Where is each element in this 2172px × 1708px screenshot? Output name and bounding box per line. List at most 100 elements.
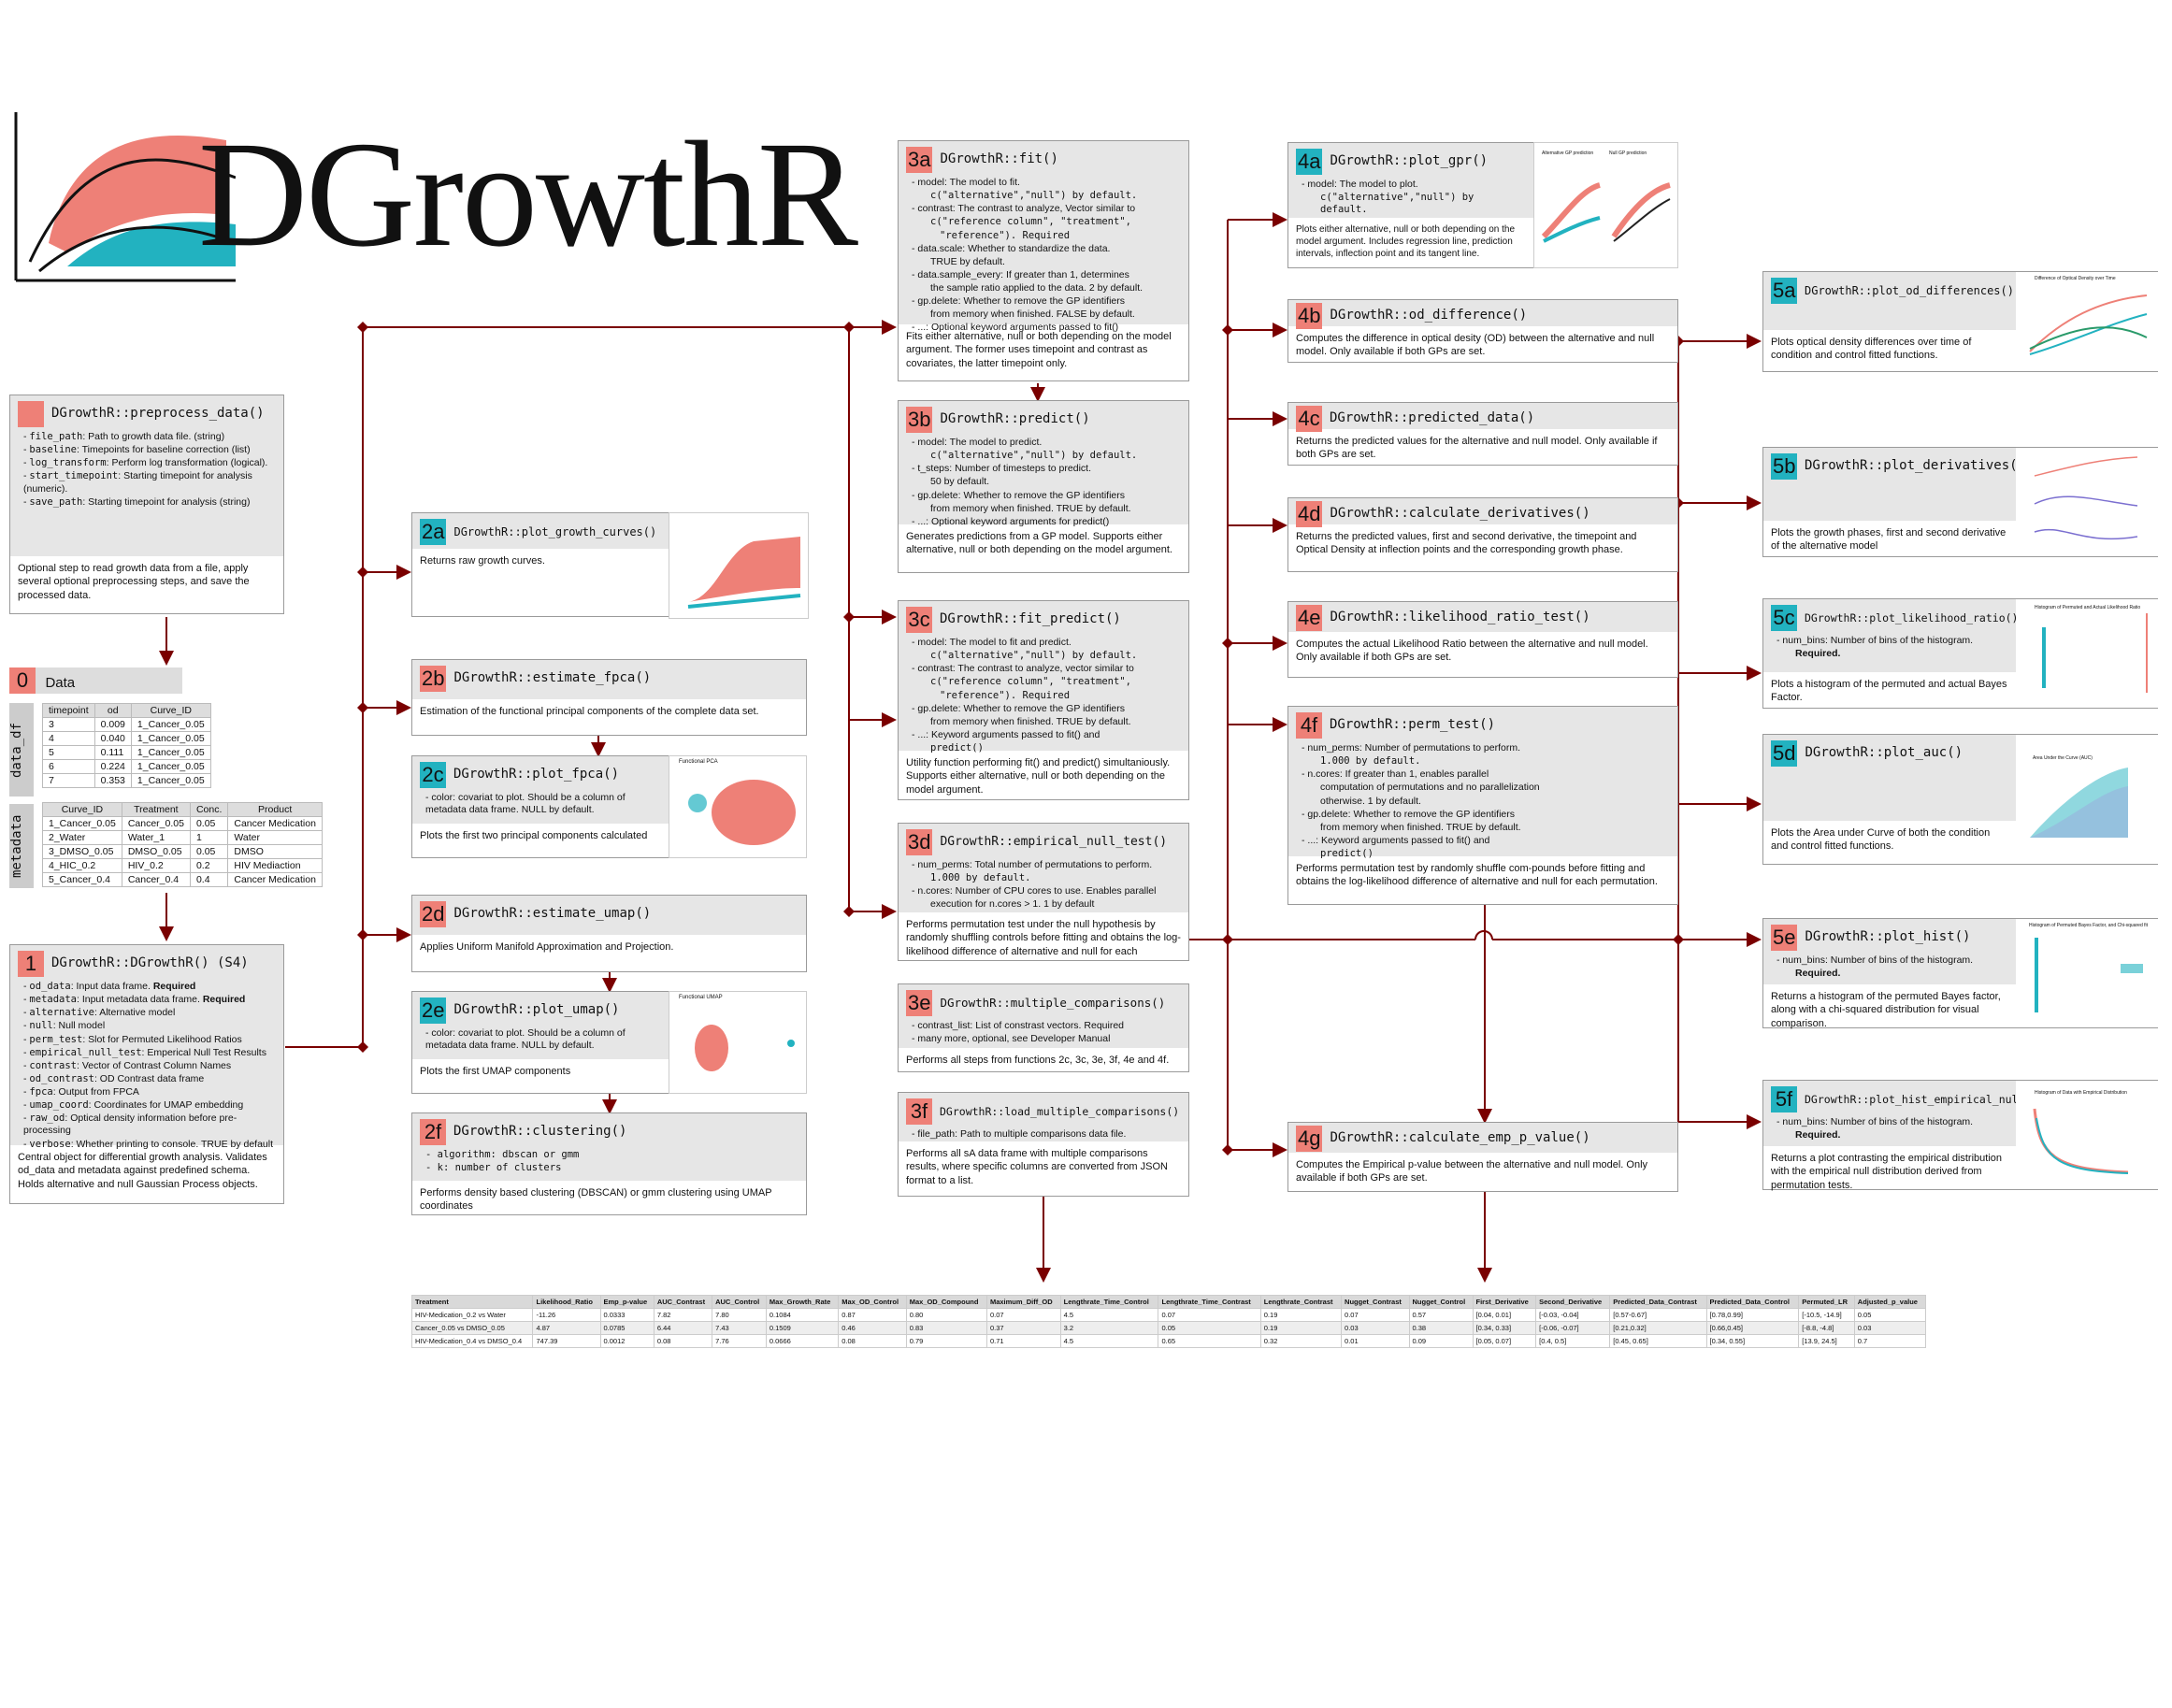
s5d-desc: Plots the Area under Curve of both the c… (1771, 827, 1991, 853)
param: - start_timepoint: Starting timepoint fo… (23, 470, 252, 495)
preprocess-box[interactable]: DGrowthR::preprocess_data() - file_path:… (9, 395, 284, 614)
table-cell: [0.34, 0.55] (1705, 1334, 1800, 1348)
param: 1.000 by default. (1320, 755, 1421, 768)
param: - model: The model to plot. (1302, 179, 1418, 190)
derivatives-thumbnail (2016, 448, 2158, 556)
s2c-title: DGrowthR::plot_fpca() (453, 767, 620, 782)
param: - gp.delete: Whether to remove the GP id… (912, 489, 1126, 501)
fpca-thumbnail-title: Functional PCA (679, 759, 718, 765)
table-cell: 0.1509 (765, 1321, 840, 1335)
param: c("reference column", "treatment", (930, 676, 1131, 688)
s2d-title: DGrowthR::estimate_umap() (453, 906, 652, 922)
param: - od_contrast: OD Contrast data frame (23, 1072, 205, 1084)
param: from memory when finished. FALSE by defa… (930, 309, 1135, 321)
column-header: Nugget_Contrast (1341, 1295, 1410, 1309)
table-cell: 0.0785 (599, 1321, 654, 1335)
table-cell: [-10.5, -14.9] (1798, 1308, 1855, 1322)
s3a-desc: Fits either alternative, null or both de… (906, 331, 1172, 369)
param: - contrast: The contrast to analyze, vec… (912, 663, 1134, 675)
param: - data.sample_every: If greater than 1, … (912, 268, 1129, 280)
s5f-title: DGrowthR::plot_hist_empirical_null() (1805, 1092, 2038, 1106)
s5b-title: DGrowthR::plot_derivatives() (1805, 458, 2026, 474)
param: c("reference column", "treatment", (930, 216, 1131, 228)
s2a-badge: 2a (420, 519, 447, 545)
s5a-desc: Plots optical density differences over t… (1771, 337, 1972, 362)
s2b-desc: Estimation of the functional principal c… (420, 706, 759, 717)
s4f-title: DGrowthR::perm_test() (1330, 717, 1496, 733)
s2f-title: DGrowthR::clustering() (453, 1124, 627, 1140)
param: Required. (1795, 968, 1841, 980)
table-cell: Cancer_0.05 vs DMSO_0.05 (410, 1321, 534, 1335)
param: from memory when finished. TRUE by defau… (930, 715, 1131, 727)
table-cell: [0.21,0.32] (1609, 1321, 1707, 1335)
umap-thumbnail-title: Functional UMAP (679, 995, 723, 1000)
s3e-badge: 3e (906, 990, 933, 1016)
table-cell: [13.9, 24.5] (1798, 1334, 1855, 1348)
s3f-badge: 3f (906, 1098, 932, 1125)
table-cell: 7.82 (653, 1308, 713, 1322)
column-header: Likelihood_Ratio (532, 1295, 601, 1309)
table-cell: -11.26 (532, 1308, 601, 1322)
param: - many more, optional, see Developer Man… (912, 1033, 1111, 1045)
s4g-title: DGrowthR::calculate_emp_p_value() (1330, 1130, 1590, 1146)
table-cell: [0.66,0.45] (1705, 1321, 1800, 1335)
column-header: Max_OD_Control (838, 1295, 907, 1309)
column-header: Second_Derivative (1535, 1295, 1611, 1309)
param: "reference"). Required (940, 229, 1071, 241)
param: - num_bins: Number of bins of the histog… (1776, 954, 1974, 966)
s2f-param-algorithm: - algorithm: dbscan or gmm (425, 1149, 580, 1160)
param: "reference"). Required (940, 689, 1071, 701)
s5a-badge: 5a (1771, 278, 1797, 304)
s4c-desc: Returns the predicted values for the alt… (1296, 436, 1658, 461)
column-header: AUC_Contrast (653, 1295, 713, 1309)
s4b-badge: 4b (1296, 303, 1323, 329)
s5c-badge: 5c (1771, 605, 1797, 631)
table-cell: 3.2 (1059, 1321, 1159, 1335)
param: - model: The model to fit. (912, 177, 1020, 188)
param: - save_path: Starting timepoint for anal… (23, 495, 251, 508)
table-cell: 0.05 (1853, 1308, 1927, 1322)
table-cell: [0.34, 0.33] (1472, 1321, 1537, 1335)
param: - ...: Keyword arguments passed to fit()… (912, 728, 1100, 740)
gpr-thumbnail-title-alternative: Alternative GP prediction (1542, 151, 1594, 156)
s3f-title: DGrowthR::load_multiple_comparisons() (940, 1104, 1180, 1118)
od-differences-thumbnail: Difference of Optical Density over Time (2016, 272, 2158, 371)
param: execution for n.cores > 1. 1 by default (930, 898, 1095, 911)
param: - raw_od: Optical density information be… (23, 1112, 237, 1137)
table-cell: 0.07 (985, 1308, 1061, 1322)
s4a-desc: Plots either alternative, null or both d… (1296, 224, 1516, 259)
table-cell: [0.57-0.67] (1609, 1308, 1707, 1322)
table-cell: 0.03 (1341, 1321, 1410, 1335)
table-cell: 0.57 (1408, 1308, 1474, 1322)
